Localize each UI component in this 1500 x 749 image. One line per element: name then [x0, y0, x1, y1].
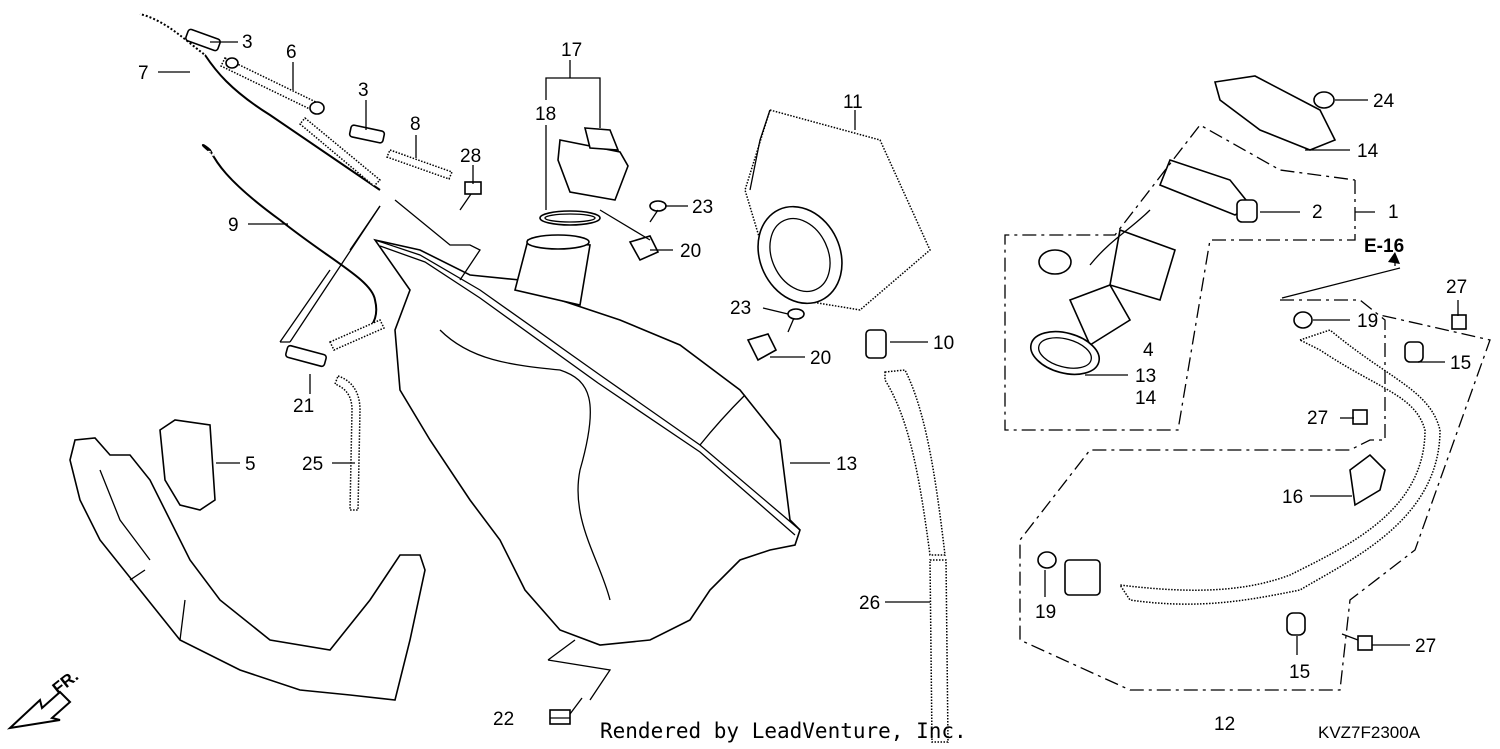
front-arrow	[6, 690, 72, 730]
label-27a: 27	[1446, 277, 1467, 298]
dashed-brackets	[1004, 124, 1491, 691]
label-27b: 27	[1307, 408, 1328, 429]
pipe-3a	[185, 28, 221, 52]
label-3b: 3	[358, 80, 369, 101]
label-28: 28	[460, 146, 481, 167]
label-3a: 3	[242, 32, 253, 53]
label-5: 5	[245, 454, 256, 475]
label-26: 26	[859, 593, 880, 614]
front-marker: FR.	[49, 666, 82, 698]
pipe-3b	[348, 124, 386, 144]
bolt-28	[459, 181, 482, 211]
joint-21	[285, 344, 327, 368]
bolt-27a	[1451, 314, 1467, 330]
label-27c: 27	[1415, 636, 1436, 657]
label-16: 16	[1282, 487, 1303, 508]
fuel-pump-4	[1038, 159, 1252, 347]
grommet-2	[1236, 199, 1258, 223]
breather-tube-7	[139, 12, 381, 191]
label-1: 1	[1388, 202, 1399, 223]
clamp-15b	[1286, 612, 1306, 636]
label-15a: 15	[1450, 353, 1471, 374]
diagram-code: KVZ7F2300A	[1318, 723, 1421, 742]
gasket-18	[539, 210, 601, 226]
label-10: 10	[933, 333, 954, 354]
label-17: 17	[561, 40, 582, 61]
screw-23a	[649, 200, 667, 223]
label-23b: 23	[730, 298, 751, 319]
label-20b: 20	[810, 348, 831, 369]
reference-arrow	[1281, 252, 1401, 299]
bolt-22	[549, 697, 583, 725]
label-22: 22	[493, 709, 514, 730]
label-24: 24	[1373, 91, 1395, 112]
tube-8	[385, 149, 454, 180]
label-13b: 13	[1135, 366, 1156, 387]
label-15b: 15	[1289, 662, 1310, 683]
label-23a: 23	[692, 197, 713, 218]
label-2: 2	[1312, 202, 1323, 223]
clip-16	[1349, 453, 1386, 507]
label-14a: 14	[1357, 141, 1379, 162]
label-19b: 19	[1035, 602, 1056, 623]
connector-19a	[1293, 311, 1313, 329]
label-4: 4	[1143, 340, 1154, 361]
canister-11	[744, 109, 931, 311]
undercover-5	[69, 419, 426, 701]
screw-23b	[787, 308, 805, 333]
tube-9	[202, 144, 386, 351]
reference-e16: E-16	[1364, 236, 1404, 257]
connector-19b	[1037, 551, 1101, 596]
hose-26	[884, 369, 949, 743]
label-6: 6	[286, 42, 297, 63]
label-8: 8	[410, 114, 421, 135]
bolt-27c	[1341, 633, 1373, 651]
label-9: 9	[228, 215, 239, 236]
nut-24	[1313, 91, 1335, 109]
joint-10	[865, 329, 887, 359]
label-19a: 19	[1357, 311, 1378, 332]
credit-text: Rendered by LeadVenture, Inc.	[600, 719, 967, 743]
label-13a: 13	[836, 454, 857, 475]
fuel-tank-13	[373, 234, 801, 646]
label-25: 25	[302, 454, 323, 475]
label-11: 11	[843, 92, 863, 113]
tube-long-8	[298, 116, 382, 188]
label-21: 21	[293, 396, 314, 417]
label-14b: 14	[1135, 388, 1157, 409]
fuel-hose-12	[1118, 329, 1441, 605]
tube-25	[334, 375, 361, 511]
clip-20b	[746, 333, 778, 362]
fuel-cap-17	[557, 127, 629, 201]
leader-lines	[158, 41, 1459, 719]
seal-13	[1029, 330, 1101, 376]
gasket-14-upper	[1213, 75, 1337, 151]
clip-20a	[628, 235, 660, 262]
label-7: 7	[138, 63, 149, 84]
label-12: 12	[1214, 714, 1235, 735]
label-18: 18	[535, 104, 556, 125]
label-20a: 20	[680, 241, 701, 262]
bolt-27b	[1352, 409, 1368, 425]
tube-6	[219, 57, 325, 115]
clamp-15a	[1404, 341, 1424, 363]
